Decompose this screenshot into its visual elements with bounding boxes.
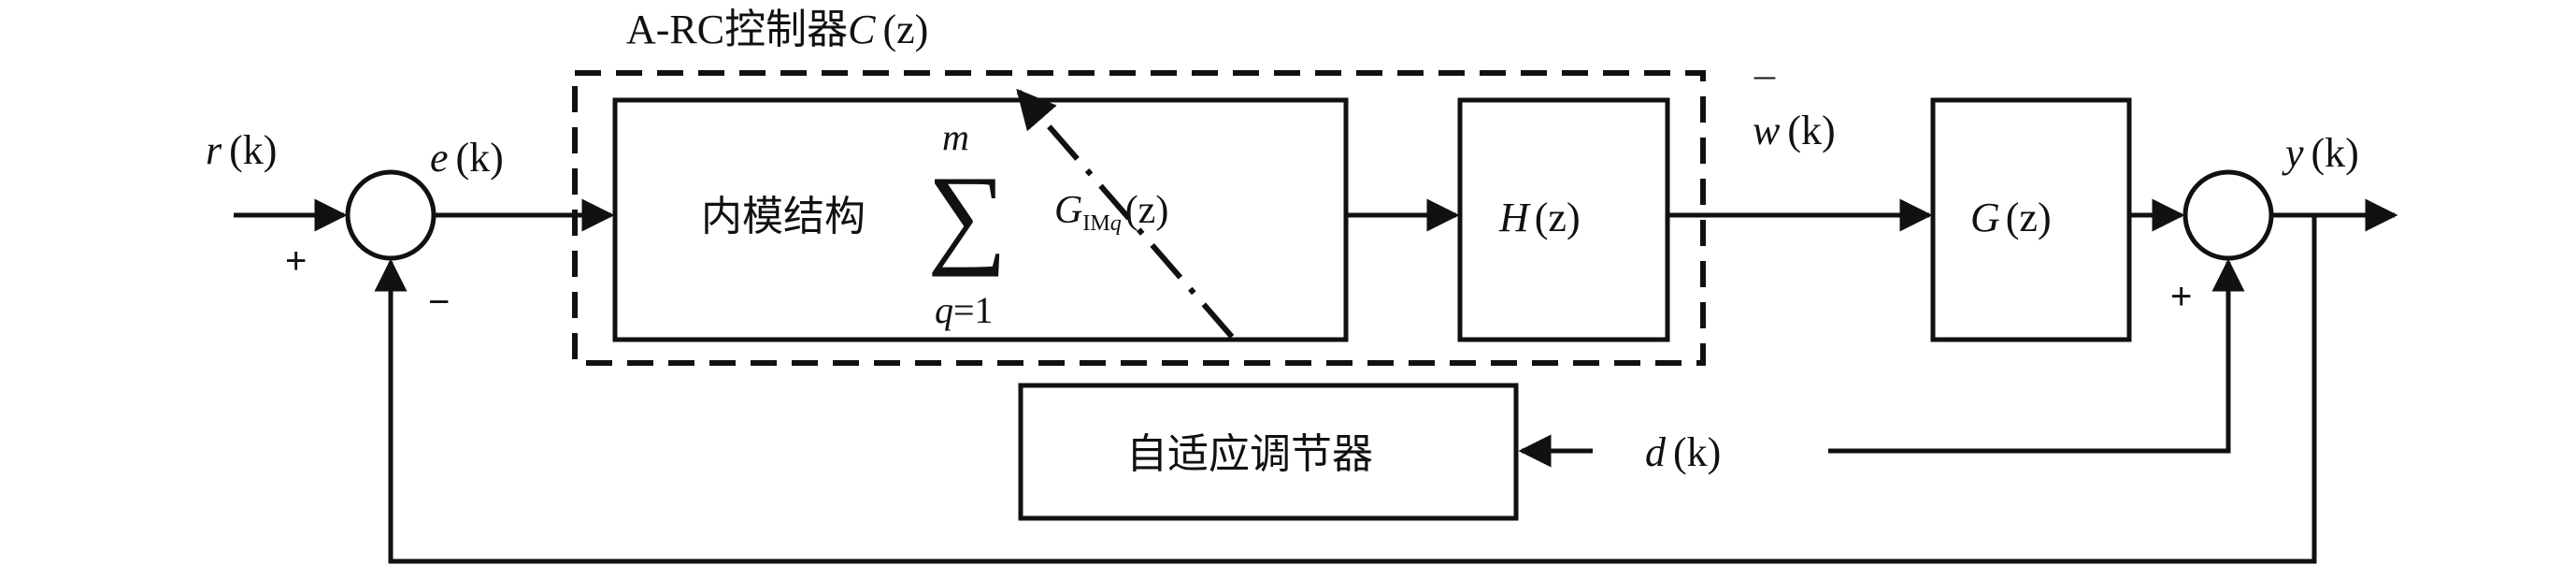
internal-model-label: 内模结构 [701,193,866,240]
disturbance-to-sum2-path [1828,258,2245,454]
feedback-path [374,215,2317,564]
h-block-label: H(z) [1498,195,1581,240]
adaptive-regulator-label: 自适应调节器 [1126,430,1373,478]
sum1-plus-sign: + [285,240,307,282]
h-block [1457,97,1670,342]
sum2-plus-sign: + [2170,276,2192,317]
w-bar: ¯ [1753,72,1776,118]
y-signal-label: y(k) [2282,130,2359,176]
summing-junction-2 [2182,169,2274,261]
adaptive-regulator-block [1018,383,1519,521]
d-signal-label: d(k) [1645,429,1721,475]
gim-term: GIMq(z) [1054,189,1168,236]
sum-upper-limit: m [942,116,969,158]
internal-model-block [612,97,1349,342]
controller-boundary [572,70,1706,366]
e-signal-label: e(k) [430,135,504,181]
adaptive-adjust-arrow [1016,88,1235,339]
g-block-label: G(z) [1970,195,2052,240]
g-block [1930,97,2132,342]
sum-symbol: ∑ [927,152,1008,277]
summing-junction-1 [345,169,436,261]
w-signal-label: w(k) [1753,108,1836,153]
sum1-minus-sign: − [428,282,450,323]
r-signal-label: r(k) [206,127,277,173]
sum-lower-limit: q=1 [935,289,994,331]
controller-title: A-RC控制器C(z) [626,7,928,52]
